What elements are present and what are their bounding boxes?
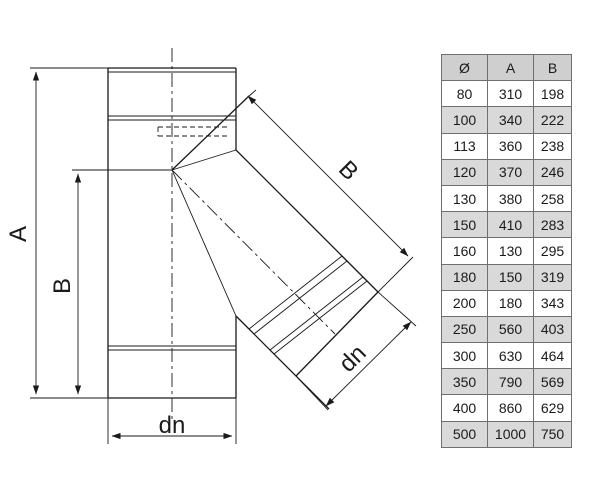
dimension-b-diagonal-label: B bbox=[333, 155, 363, 185]
table-cell: 160 bbox=[441, 237, 488, 265]
dimension-b-vertical-label: B bbox=[49, 278, 76, 294]
dimension-a-label: A bbox=[5, 226, 32, 242]
table-cell: 300 bbox=[441, 342, 488, 370]
table-cell: 370 bbox=[487, 158, 534, 186]
table-cell: 100 bbox=[441, 106, 488, 134]
hidden-slot bbox=[157, 126, 230, 137]
table-cell: 500 bbox=[441, 420, 488, 448]
center-lines bbox=[171, 48, 336, 420]
table-cell: 120 bbox=[441, 158, 488, 186]
table-cell: 80 bbox=[441, 80, 488, 108]
table-cell: 150 bbox=[487, 263, 534, 291]
table-cell: 200 bbox=[441, 289, 488, 317]
table-cell: 283 bbox=[533, 211, 572, 239]
table-cell: 113 bbox=[441, 132, 488, 160]
table-cell: 310 bbox=[487, 80, 534, 108]
table-cell: 130 bbox=[441, 184, 488, 213]
column-header-b: B bbox=[533, 53, 572, 82]
table-cell: 319 bbox=[533, 263, 572, 291]
table-cell: 464 bbox=[533, 342, 572, 370]
dn-branch-label: dn bbox=[334, 340, 372, 378]
dimension-lines bbox=[32, 71, 412, 440]
table-cell: 350 bbox=[441, 368, 488, 396]
table-cell: 400 bbox=[441, 394, 488, 422]
table-header-row: Ø A B bbox=[441, 53, 572, 82]
table-cell: 150 bbox=[441, 211, 488, 239]
extension-lines bbox=[30, 67, 417, 444]
table-cell: 560 bbox=[487, 315, 534, 344]
table-cell: 238 bbox=[533, 132, 572, 160]
table-cell: 340 bbox=[487, 106, 534, 134]
table-cell: 569 bbox=[533, 368, 572, 396]
table-cell: 1000 bbox=[487, 420, 534, 448]
table-cell: 295 bbox=[533, 237, 572, 265]
dn-bottom-label: dn bbox=[159, 412, 186, 439]
table-cell: 258 bbox=[533, 184, 572, 213]
table-cell: 222 bbox=[533, 106, 572, 134]
table-cell: 130 bbox=[487, 237, 534, 265]
table-cell: 198 bbox=[533, 80, 572, 108]
table-cell: 629 bbox=[533, 394, 572, 422]
table-cell: 180 bbox=[487, 289, 534, 317]
table-cell: 360 bbox=[487, 132, 534, 160]
column-header-a: A bbox=[487, 53, 534, 82]
column-header-diameter: Ø bbox=[441, 53, 488, 82]
table-cell: 343 bbox=[533, 289, 572, 317]
table-cell: 250 bbox=[441, 315, 488, 344]
table-cell: 380 bbox=[487, 184, 534, 213]
table-cell: 790 bbox=[487, 368, 534, 396]
table-cell: 630 bbox=[487, 342, 534, 370]
table-cell: 410 bbox=[487, 211, 534, 239]
table-cell: 403 bbox=[533, 315, 572, 344]
table-cell: 180 bbox=[441, 263, 488, 291]
table-cell: 246 bbox=[533, 158, 572, 186]
table-cell: 860 bbox=[487, 394, 534, 422]
table-cell: 750 bbox=[533, 420, 572, 448]
